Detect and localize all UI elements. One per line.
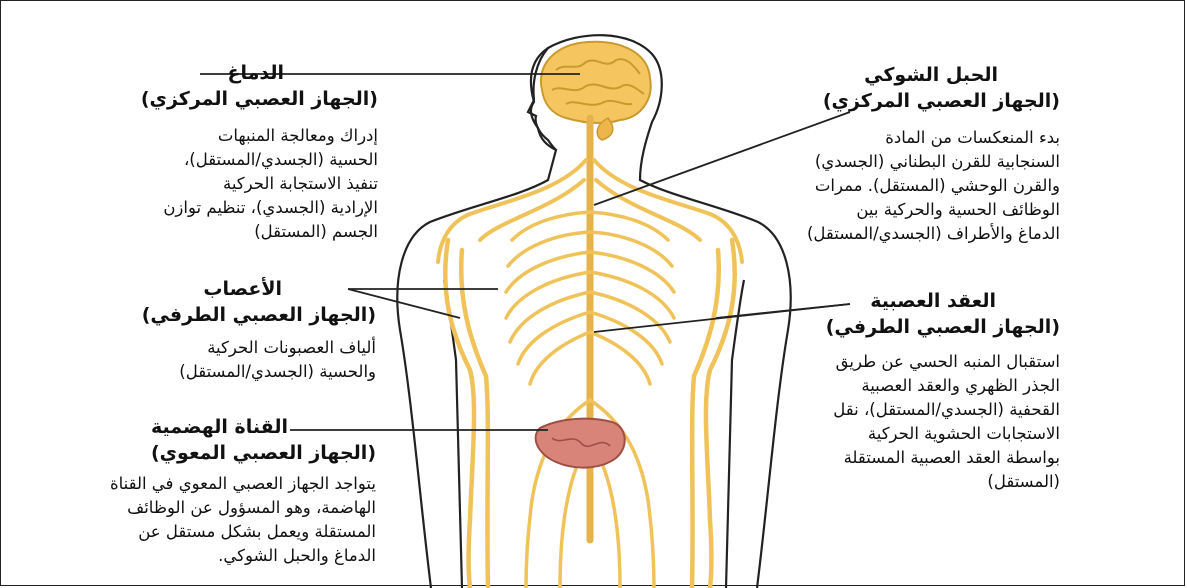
- spinal-cord-line: السنجابية للقرن البطناني (الجسدي): [770, 150, 1060, 174]
- brain-line: الإرادية (الجسدي)، تنظيم توازن: [90, 196, 378, 220]
- brain-shape: [541, 42, 651, 140]
- ganglia-label: العقد العصبية (الجهاز العصبي الطرفي) است…: [780, 288, 1060, 494]
- digestive-tract-title: القناة الهضمية: [50, 414, 376, 440]
- ganglia-line: الجذر الظهري والعقد العصبية: [780, 374, 1060, 398]
- intestine-shape: [536, 419, 625, 468]
- nerves-line: ألياف العصبونات الحركية: [92, 336, 376, 360]
- brain-line: إدراك ومعالجة المنبهات: [90, 124, 378, 148]
- spinal-cord-system: (الجهاز العصبي المركزي): [770, 88, 1060, 114]
- digestive-tract-label: القناة الهضمية (الجهاز العصبي المعوي) يت…: [50, 414, 376, 568]
- nerves-title: الأعصاب: [92, 276, 376, 302]
- digestive-tract-line: يتواجد الجهاز العصبي المعوي في القناة: [50, 472, 376, 496]
- spinal-cord-line: الوظائف الحسية والحركية بين: [770, 198, 1060, 222]
- nerves-label: الأعصاب (الجهاز العصبي الطرفي) ألياف الع…: [92, 276, 376, 384]
- brain-description: إدراك ومعالجة المنبهات الحسية (الجسدي/ال…: [90, 124, 378, 244]
- ganglia-line: استقبال المنبه الحسي عن طريق: [780, 350, 1060, 374]
- brain-line: الحسية (الجسدي/المستقل)،: [90, 148, 378, 172]
- ganglia-line: الاستجابات الحشوية الحركية: [780, 422, 1060, 446]
- nerves-line: والحسية (الجسدي/المستقل): [92, 360, 376, 384]
- brain-line: تنفيذ الاستجابة الحركية: [90, 172, 378, 196]
- spinal-cord-label: الحبل الشوكي (الجهاز العصبي المركزي) بدء…: [770, 62, 1060, 246]
- nerves-description: ألياف العصبونات الحركية والحسية (الجسدي/…: [92, 336, 376, 384]
- ganglia-system: (الجهاز العصبي الطرفي): [780, 314, 1060, 340]
- ganglia-description: استقبال المنبه الحسي عن طريق الجذر الظهر…: [780, 350, 1060, 494]
- spinal-cord-title: الحبل الشوكي: [770, 62, 1060, 88]
- digestive-tract-line: المستقلة ويعمل بشكل مستقل عن: [50, 520, 376, 544]
- brain-line: الجسم (المستقل): [90, 220, 378, 244]
- ganglia-title: العقد العصبية: [780, 288, 1060, 314]
- spinal-cord-line: بدء المنعكسات من المادة: [770, 126, 1060, 150]
- spinal-cord-line: والقرن الوحشي (المستقل). ممرات: [770, 174, 1060, 198]
- brain-system: (الجهاز العصبي المركزي): [90, 86, 378, 112]
- ganglia-line: (المستقل): [780, 470, 1060, 494]
- digestive-tract-line: الدماغ والحبل الشوكي.: [50, 544, 376, 568]
- nerves-system: (الجهاز العصبي الطرفي): [92, 302, 376, 328]
- brain-title: الدماغ: [90, 60, 378, 86]
- ganglia-line: بواسطة العقد العصبية المستقلة: [780, 446, 1060, 470]
- digestive-tract-system: (الجهاز العصبي المعوي): [50, 440, 376, 466]
- spinal-cord-line: الدماغ والأطراف (الجسدي/المستقل): [770, 222, 1060, 246]
- spinal-cord-description: بدء المنعكسات من المادة السنجابية للقرن …: [770, 126, 1060, 246]
- digestive-tract-line: الهاضمة، وهو المسؤول عن الوظائف: [50, 496, 376, 520]
- brain-label: الدماغ (الجهاز العصبي المركزي) إدراك ومع…: [90, 60, 378, 244]
- ganglia-line: القحفية (الجسدي/المستقل)، نقل: [780, 398, 1060, 422]
- digestive-tract-description: يتواجد الجهاز العصبي المعوي في القناة ال…: [50, 472, 376, 568]
